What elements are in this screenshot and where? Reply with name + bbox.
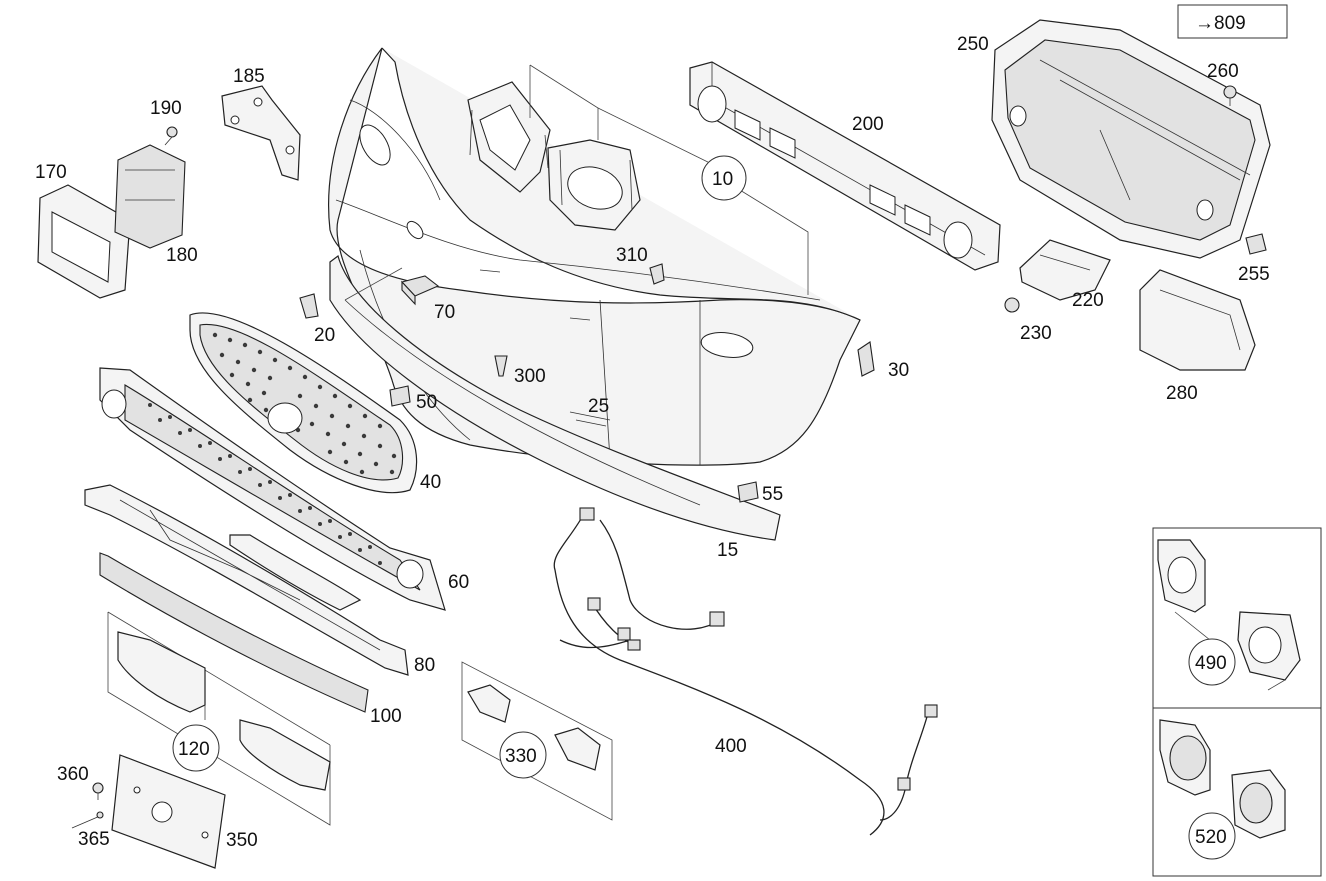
sensor-bracket-part bbox=[221, 85, 301, 181]
bumper-inner-bracket-right bbox=[547, 139, 641, 231]
label-365[interactable]: 365 bbox=[78, 829, 110, 850]
lower-spoiler-part bbox=[329, 254, 781, 541]
callout-10[interactable]: 10 bbox=[701, 155, 747, 201]
callout-490[interactable]: 490 bbox=[1188, 638, 1236, 686]
rivet-300-part bbox=[494, 355, 508, 377]
label-200[interactable]: 200 bbox=[852, 114, 884, 135]
label-30[interactable]: 30 bbox=[888, 360, 909, 381]
label-400[interactable]: 400 bbox=[715, 736, 747, 757]
label-80[interactable]: 80 bbox=[414, 655, 435, 676]
sensor-unit-part bbox=[114, 144, 186, 249]
screw-360-part bbox=[92, 782, 104, 800]
label-350[interactable]: 350 bbox=[226, 830, 258, 851]
callout-120[interactable]: 120 bbox=[172, 724, 220, 772]
callout-330[interactable]: 330 bbox=[499, 731, 547, 779]
bolt-30-part bbox=[857, 341, 875, 377]
svg-text:→809: →809 bbox=[1195, 13, 1246, 34]
label-360[interactable]: 360 bbox=[57, 764, 89, 785]
front-module-part bbox=[991, 19, 1271, 259]
sensor-cover-part bbox=[37, 184, 131, 299]
licence-bracket-group bbox=[107, 611, 331, 826]
label-15[interactable]: 15 bbox=[717, 540, 738, 561]
label-520: 520 bbox=[1195, 827, 1227, 848]
label-55[interactable]: 55 bbox=[762, 484, 783, 505]
label-120: 120 bbox=[178, 739, 210, 760]
bumper-inner-bracket-left bbox=[467, 81, 551, 193]
label-25[interactable]: 25 bbox=[588, 396, 609, 417]
label-185[interactable]: 185 bbox=[233, 66, 265, 87]
label-230[interactable]: 230 bbox=[1020, 323, 1052, 344]
label-100[interactable]: 100 bbox=[370, 706, 402, 727]
label-260[interactable]: 260 bbox=[1207, 61, 1239, 82]
label-10: 10 bbox=[712, 169, 733, 190]
label-20[interactable]: 20 bbox=[314, 325, 335, 346]
screw-260-part bbox=[1223, 85, 1237, 106]
label-180[interactable]: 180 bbox=[166, 245, 198, 266]
label-220[interactable]: 220 bbox=[1072, 290, 1104, 311]
upper-grille-part bbox=[189, 312, 418, 494]
screw-365-part bbox=[71, 811, 104, 829]
pad-70-part bbox=[400, 275, 440, 306]
label-190[interactable]: 190 bbox=[150, 98, 182, 119]
label-330: 330 bbox=[505, 746, 537, 767]
wiring-harness-part bbox=[553, 507, 938, 836]
fog-bracket-box-490 bbox=[1152, 527, 1322, 709]
duct-280-part bbox=[1139, 269, 1256, 371]
clip-20-part bbox=[299, 293, 319, 319]
label-255[interactable]: 255 bbox=[1238, 264, 1270, 285]
impact-absorber-part bbox=[689, 61, 1001, 271]
licence-plate-part bbox=[111, 754, 226, 869]
clip-50-part bbox=[389, 385, 411, 407]
label-170[interactable]: 170 bbox=[35, 162, 67, 183]
clip-310-part bbox=[649, 263, 665, 285]
label-490: 490 bbox=[1195, 653, 1227, 674]
reference-arrow: → bbox=[1195, 13, 1214, 34]
fog-bracket-box-520 bbox=[1152, 707, 1322, 877]
reference-value: 809 bbox=[1214, 13, 1246, 34]
grille-frame-part bbox=[99, 367, 446, 611]
label-300[interactable]: 300 bbox=[514, 366, 546, 387]
bracket-group-330 bbox=[461, 661, 613, 821]
clip-55-part bbox=[737, 481, 759, 503]
callout-520[interactable]: 520 bbox=[1188, 812, 1236, 860]
label-60[interactable]: 60 bbox=[448, 572, 469, 593]
trim-strip-part bbox=[99, 552, 369, 713]
label-250[interactable]: 250 bbox=[957, 34, 989, 55]
bracket-220-part bbox=[1019, 239, 1111, 301]
label-70[interactable]: 70 bbox=[434, 302, 455, 323]
label-50[interactable]: 50 bbox=[416, 392, 437, 413]
leader-lines bbox=[204, 64, 809, 720]
label-280[interactable]: 280 bbox=[1166, 383, 1198, 404]
label-40[interactable]: 40 bbox=[420, 472, 441, 493]
sensor-screw-part bbox=[164, 126, 178, 146]
clip-255-part bbox=[1245, 233, 1267, 255]
grille-carrier-part bbox=[84, 484, 409, 676]
label-310[interactable]: 310 bbox=[616, 245, 648, 266]
reference-box[interactable]: →809 bbox=[1177, 4, 1288, 39]
bolt-230-part bbox=[1004, 297, 1020, 313]
